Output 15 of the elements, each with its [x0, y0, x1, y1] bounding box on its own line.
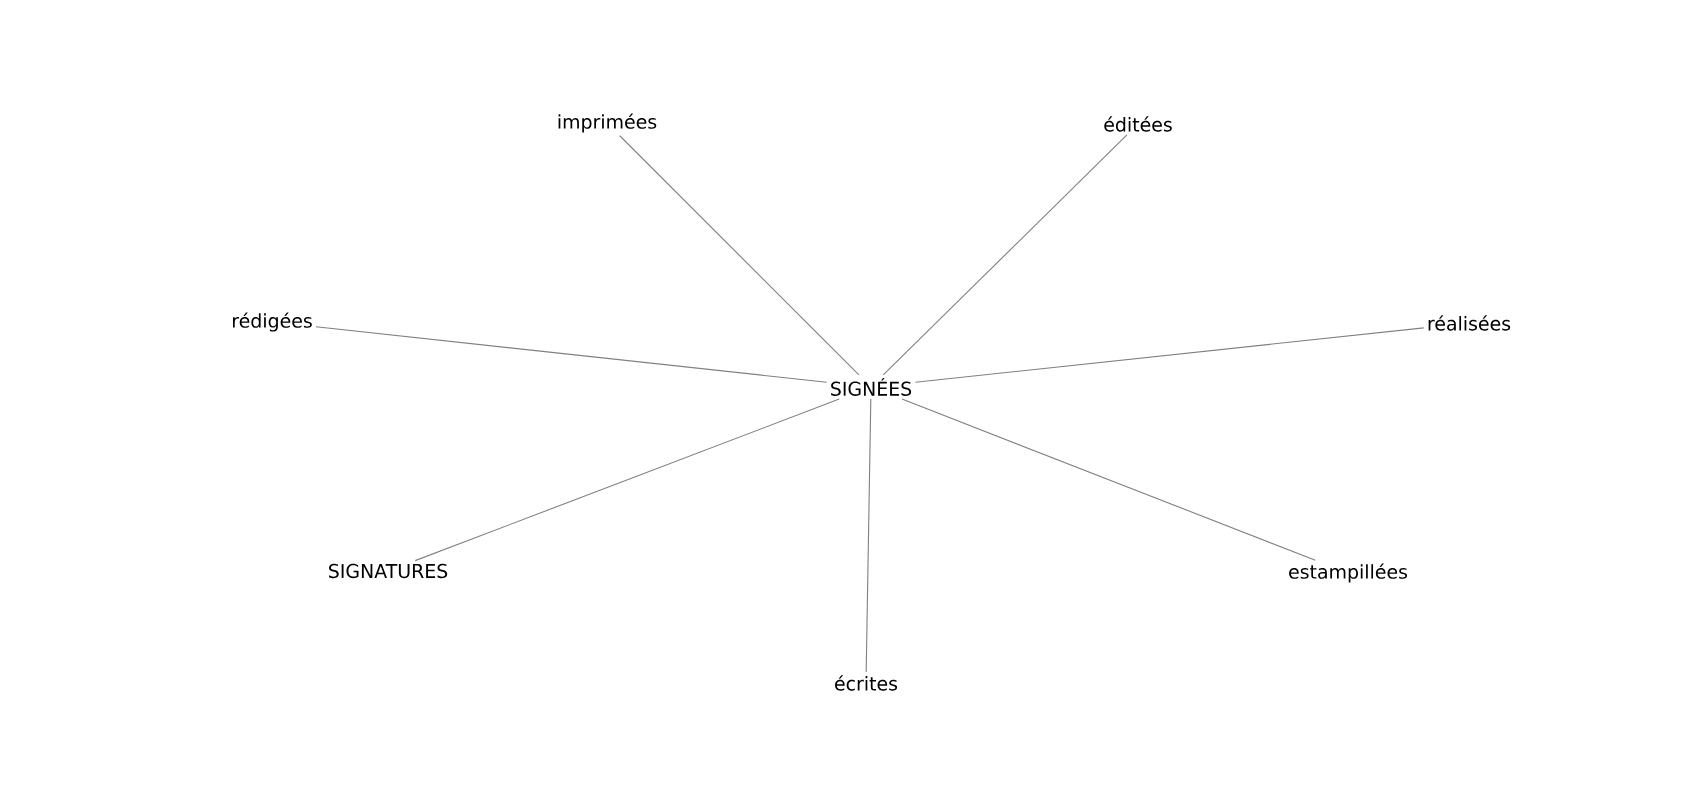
- connector-line: [914, 327, 1425, 383]
- connector-line: [414, 398, 840, 562]
- word-label: écrites: [835, 675, 898, 691]
- connector-line: [882, 134, 1128, 376]
- word-label: réalisées: [1428, 315, 1511, 331]
- word-label: SIGNATURES: [329, 563, 448, 579]
- word-label: SIGNÉES: [831, 378, 912, 396]
- connector-line: [865, 398, 872, 673]
- word-label: rédigées: [233, 312, 312, 332]
- connector-line: [619, 135, 860, 376]
- word-label: imprimées: [558, 113, 657, 133]
- word-label: estampillées: [1289, 563, 1408, 583]
- connector-line: [901, 398, 1316, 561]
- connector-line: [315, 326, 828, 383]
- word-label: éditées: [1104, 116, 1172, 132]
